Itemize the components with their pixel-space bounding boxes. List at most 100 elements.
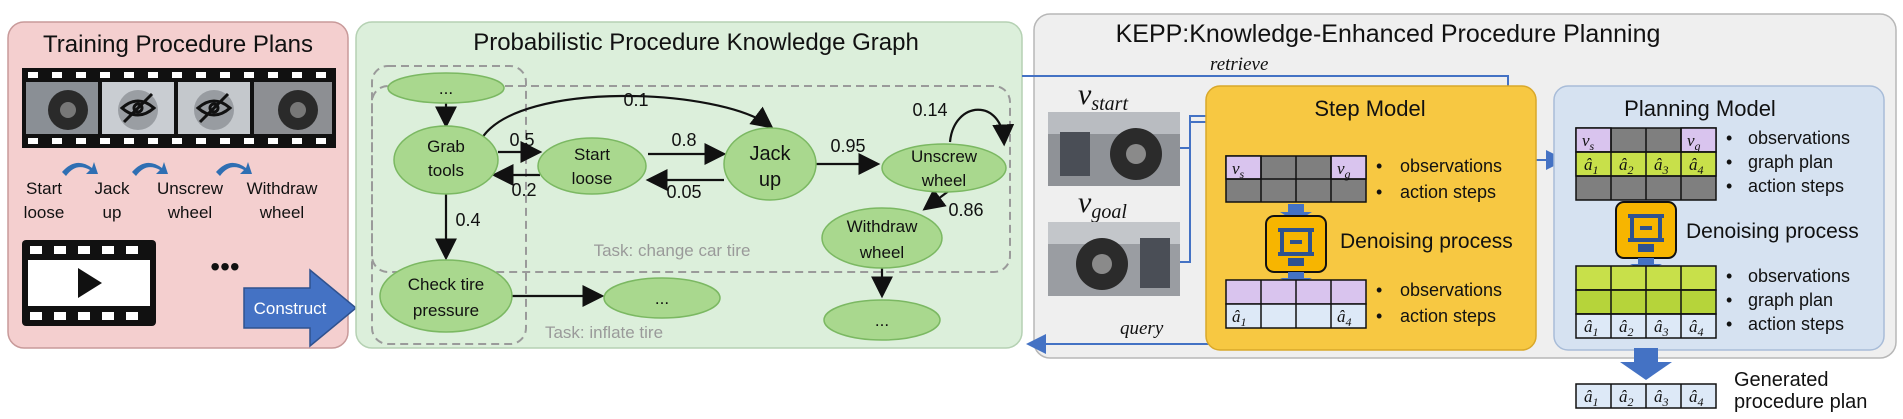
svg-text:observations: observations [1400,156,1502,176]
svg-text:â3: â3 [1654,155,1669,177]
svg-text:Jack: Jack [95,179,130,198]
svg-text:graph plan: graph plan [1748,290,1833,310]
svg-text:â1: â1 [1584,155,1599,177]
start-observation-image [1048,112,1180,186]
svg-text:â4: â4 [1689,155,1704,177]
graph-node-top: ... [387,72,505,104]
plan-vg-cell: vg [1687,131,1701,153]
svg-text:•: • [1726,314,1732,334]
svg-text:â4: â4 [1689,317,1704,339]
svg-text:Construct: Construct [254,299,327,318]
svg-text:Unscrew: Unscrew [911,147,978,166]
svg-text:Unscrew: Unscrew [157,179,224,198]
svg-text:â3: â3 [1654,387,1669,409]
svg-text:loose: loose [572,169,613,188]
query-label: query [1120,318,1164,339]
edge-label: 0.4 [455,210,480,230]
edge-label: 0.8 [671,130,696,150]
task-inflate-tire-label: Task: inflate tire [545,323,663,342]
svg-text:observations: observations [1400,280,1502,300]
step-labels: Start loose Jack up Unscrew wheel Withdr… [24,179,318,222]
step-input-grid [1225,155,1367,203]
svg-text:action steps: action steps [1400,306,1496,326]
vg-cell: vg [1337,159,1351,181]
svg-text:...: ... [655,289,669,308]
hidden-eye-icon [195,92,233,124]
plan-graph-cells: â1 â2 â3 â4 [1584,155,1704,177]
step-arrows [62,162,252,176]
edge-label: 0.5 [509,130,534,150]
svg-text:Withdraw: Withdraw [247,179,319,198]
kepp-panel: KEPP:Knowledge-Enhanced Procedure Planni… [1022,13,1897,359]
plan-input-legend: • observations • graph plan • action ste… [1726,128,1850,196]
planning-model: Planning Model vs vg â1 â2 â3 â4 • obser… [1553,85,1885,351]
svg-text:wheel: wheel [259,203,304,222]
a4-cell: â4 [1337,307,1352,329]
svg-text:â4: â4 [1689,387,1704,409]
retrieve-label: retrieve [1210,54,1268,75]
step-model-title: Step Model [1314,96,1425,121]
task-change-tire-label: Task: change car tire [594,241,751,260]
svg-text:•: • [1376,156,1382,176]
edge-label: 0.14 [912,100,947,120]
svg-text:observations: observations [1748,128,1850,148]
denoiser-icon [1265,215,1327,273]
svg-text:â1: â1 [1584,317,1599,339]
step-model: Step Model vs vg • observations • action… [1205,85,1537,351]
svg-text:tools: tools [428,161,464,180]
generated-label-2: procedure plan [1734,391,1867,413]
edge-label: 0.2 [511,180,536,200]
plan-output-cells: â1 â2 â3 â4 [1584,317,1704,339]
graph-node-unscrew-wheel: Unscrew wheel [881,143,1007,193]
graph-node-dots-1: ... [603,277,721,319]
training-title: Training Procedure Plans [43,31,313,58]
svg-text:action steps: action steps [1748,176,1844,196]
svg-text:wheel: wheel [921,171,966,190]
svg-text:Check tire: Check tire [408,275,485,294]
svg-text:â2: â2 [1619,317,1634,339]
svg-text:Start: Start [26,179,62,198]
v-start-label: vstart [1078,78,1128,115]
plan-denoise-label: Denoising process [1686,220,1859,243]
svg-text:observations: observations [1748,266,1850,286]
plan-input-grid [1575,127,1717,201]
svg-text:â2: â2 [1619,387,1634,409]
graph-node-grab-tools: Grab tools [393,125,499,195]
edge-label: 0.05 [666,182,701,202]
svg-text:Grab: Grab [427,137,465,156]
graph-panel: Probabilistic Procedure Knowledge Graph … [355,21,1023,349]
svg-text:â2: â2 [1619,155,1634,177]
svg-text:•: • [1726,290,1732,310]
edge-label: 0.95 [830,136,865,156]
svg-text:wheel: wheel [859,243,904,262]
graph-node-jack-up: Jack up [723,127,817,201]
svg-text:up: up [759,169,781,191]
svg-text:Jack: Jack [749,143,791,165]
edge-label: 0.1 [623,90,648,110]
training-panel: Training Procedure Plans [7,21,358,349]
svg-text:•: • [1376,182,1382,202]
svg-text:...: ... [875,311,889,330]
graph-node-withdraw-wheel: Withdraw wheel [821,207,943,269]
svg-text:graph plan: graph plan [1748,152,1833,172]
svg-text:up: up [103,203,122,222]
training-ellipsis: ••• [210,251,239,282]
svg-text:•: • [1726,266,1732,286]
svg-text:Start: Start [574,145,610,164]
svg-text:...: ... [439,79,453,98]
svg-text:•: • [1726,128,1732,148]
denoiser-icon [1615,201,1677,259]
plan-output-grid [1575,265,1717,339]
svg-text:•: • [1726,176,1732,196]
a1-cell: â1 [1232,307,1247,329]
graph-node-dots-2: ... [823,299,941,341]
svg-text:â3: â3 [1654,317,1669,339]
film-strip [22,68,336,148]
generated-label-1: Generated [1734,369,1829,391]
svg-text:Withdraw: Withdraw [847,217,919,236]
edge-labels: 0.1 0.5 0.2 0.8 0.05 0.95 0.14 0.86 0.4 [455,90,983,230]
vs-cell: vs [1232,159,1245,181]
graph-node-start-loose: Start loose [537,137,647,195]
svg-text:â1: â1 [1584,387,1599,409]
plan-vs-cell: vs [1582,131,1595,153]
